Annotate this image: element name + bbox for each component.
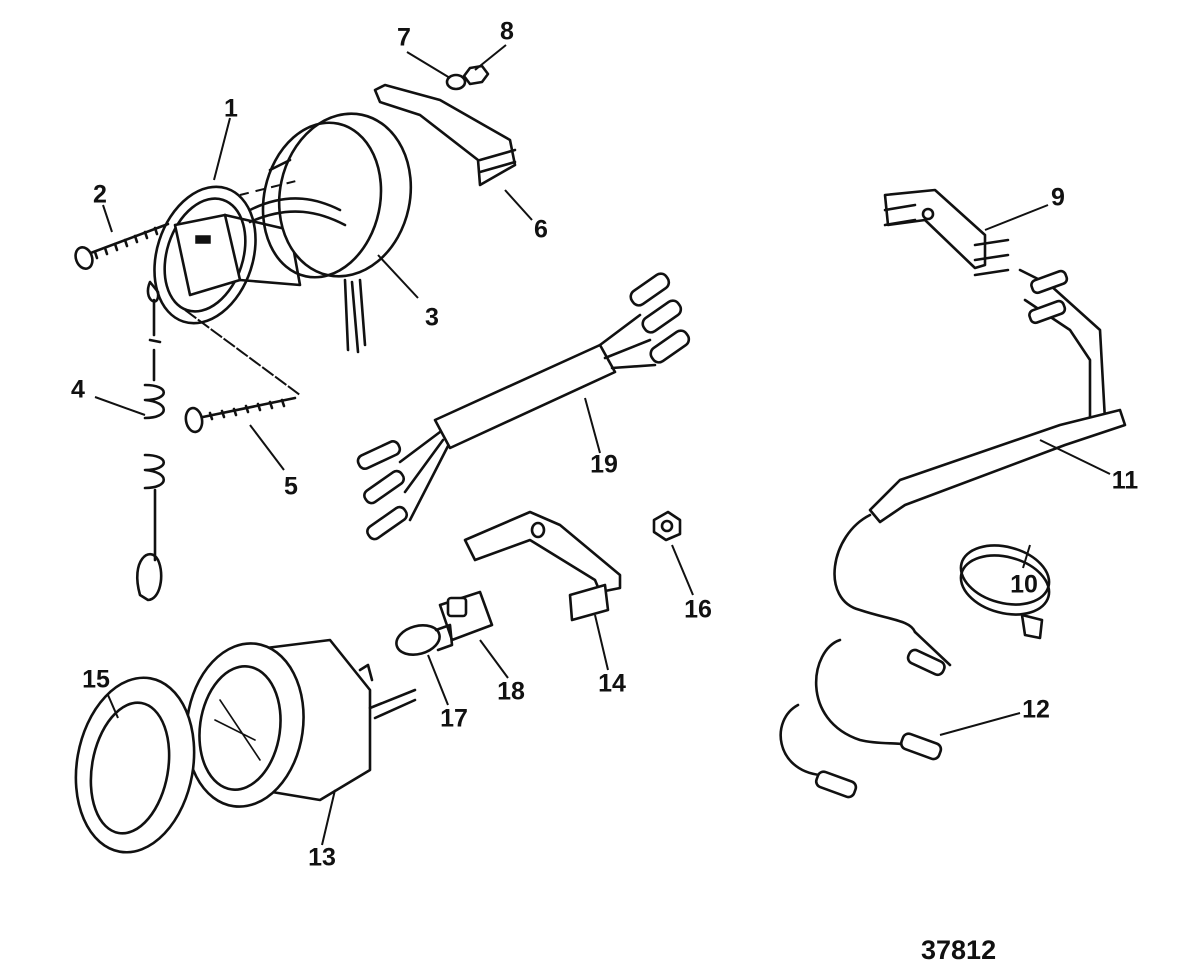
part-6-bracket: [373, 83, 517, 187]
callout-1: 1: [224, 94, 238, 123]
part-10-clamp: [959, 544, 1051, 640]
part-14-bracket: [463, 510, 622, 622]
callout-6: 6: [534, 215, 548, 244]
callout-13: 13: [308, 843, 336, 872]
part-3-housing: [248, 112, 413, 354]
callout-4: 4: [71, 375, 85, 404]
part-18-socket: [438, 590, 494, 642]
callout-2: 2: [93, 180, 107, 209]
callout-8: 8: [500, 17, 514, 46]
callout-11: 11: [1111, 466, 1139, 495]
callout-18: 18: [497, 677, 525, 706]
part-17-bulb: [395, 623, 454, 656]
callout-10: 10: [1010, 570, 1038, 599]
part-8-nut: [462, 64, 490, 86]
callout-17: 17: [440, 704, 468, 733]
callout-14: 14: [598, 669, 626, 698]
part-9-bracket: [883, 188, 1010, 277]
part-1-switch-body: [153, 185, 302, 325]
callout-7: 7: [397, 23, 411, 52]
part-13-gauge: [185, 638, 417, 808]
callout-19: 19: [590, 450, 618, 479]
part-15-bezel: [74, 676, 196, 854]
figure-number: 37812: [921, 935, 997, 965]
part-5-screw: [184, 396, 297, 434]
part-16-nut: [652, 510, 682, 542]
callout-12: 12: [1022, 695, 1050, 724]
part-7-washer: [445, 73, 467, 91]
part-19-harness: [356, 272, 691, 541]
callout-3: 3: [425, 303, 439, 332]
part-11-sender-lead: [833, 268, 1127, 667]
part-4-lanyard: [136, 280, 165, 602]
callout-5: 5: [284, 472, 298, 501]
callout-16: 16: [684, 595, 712, 624]
callout-9: 9: [1051, 183, 1065, 212]
part-2-screw: [74, 222, 170, 270]
callout-15: 15: [82, 665, 110, 694]
part-12-lead: [779, 638, 946, 799]
